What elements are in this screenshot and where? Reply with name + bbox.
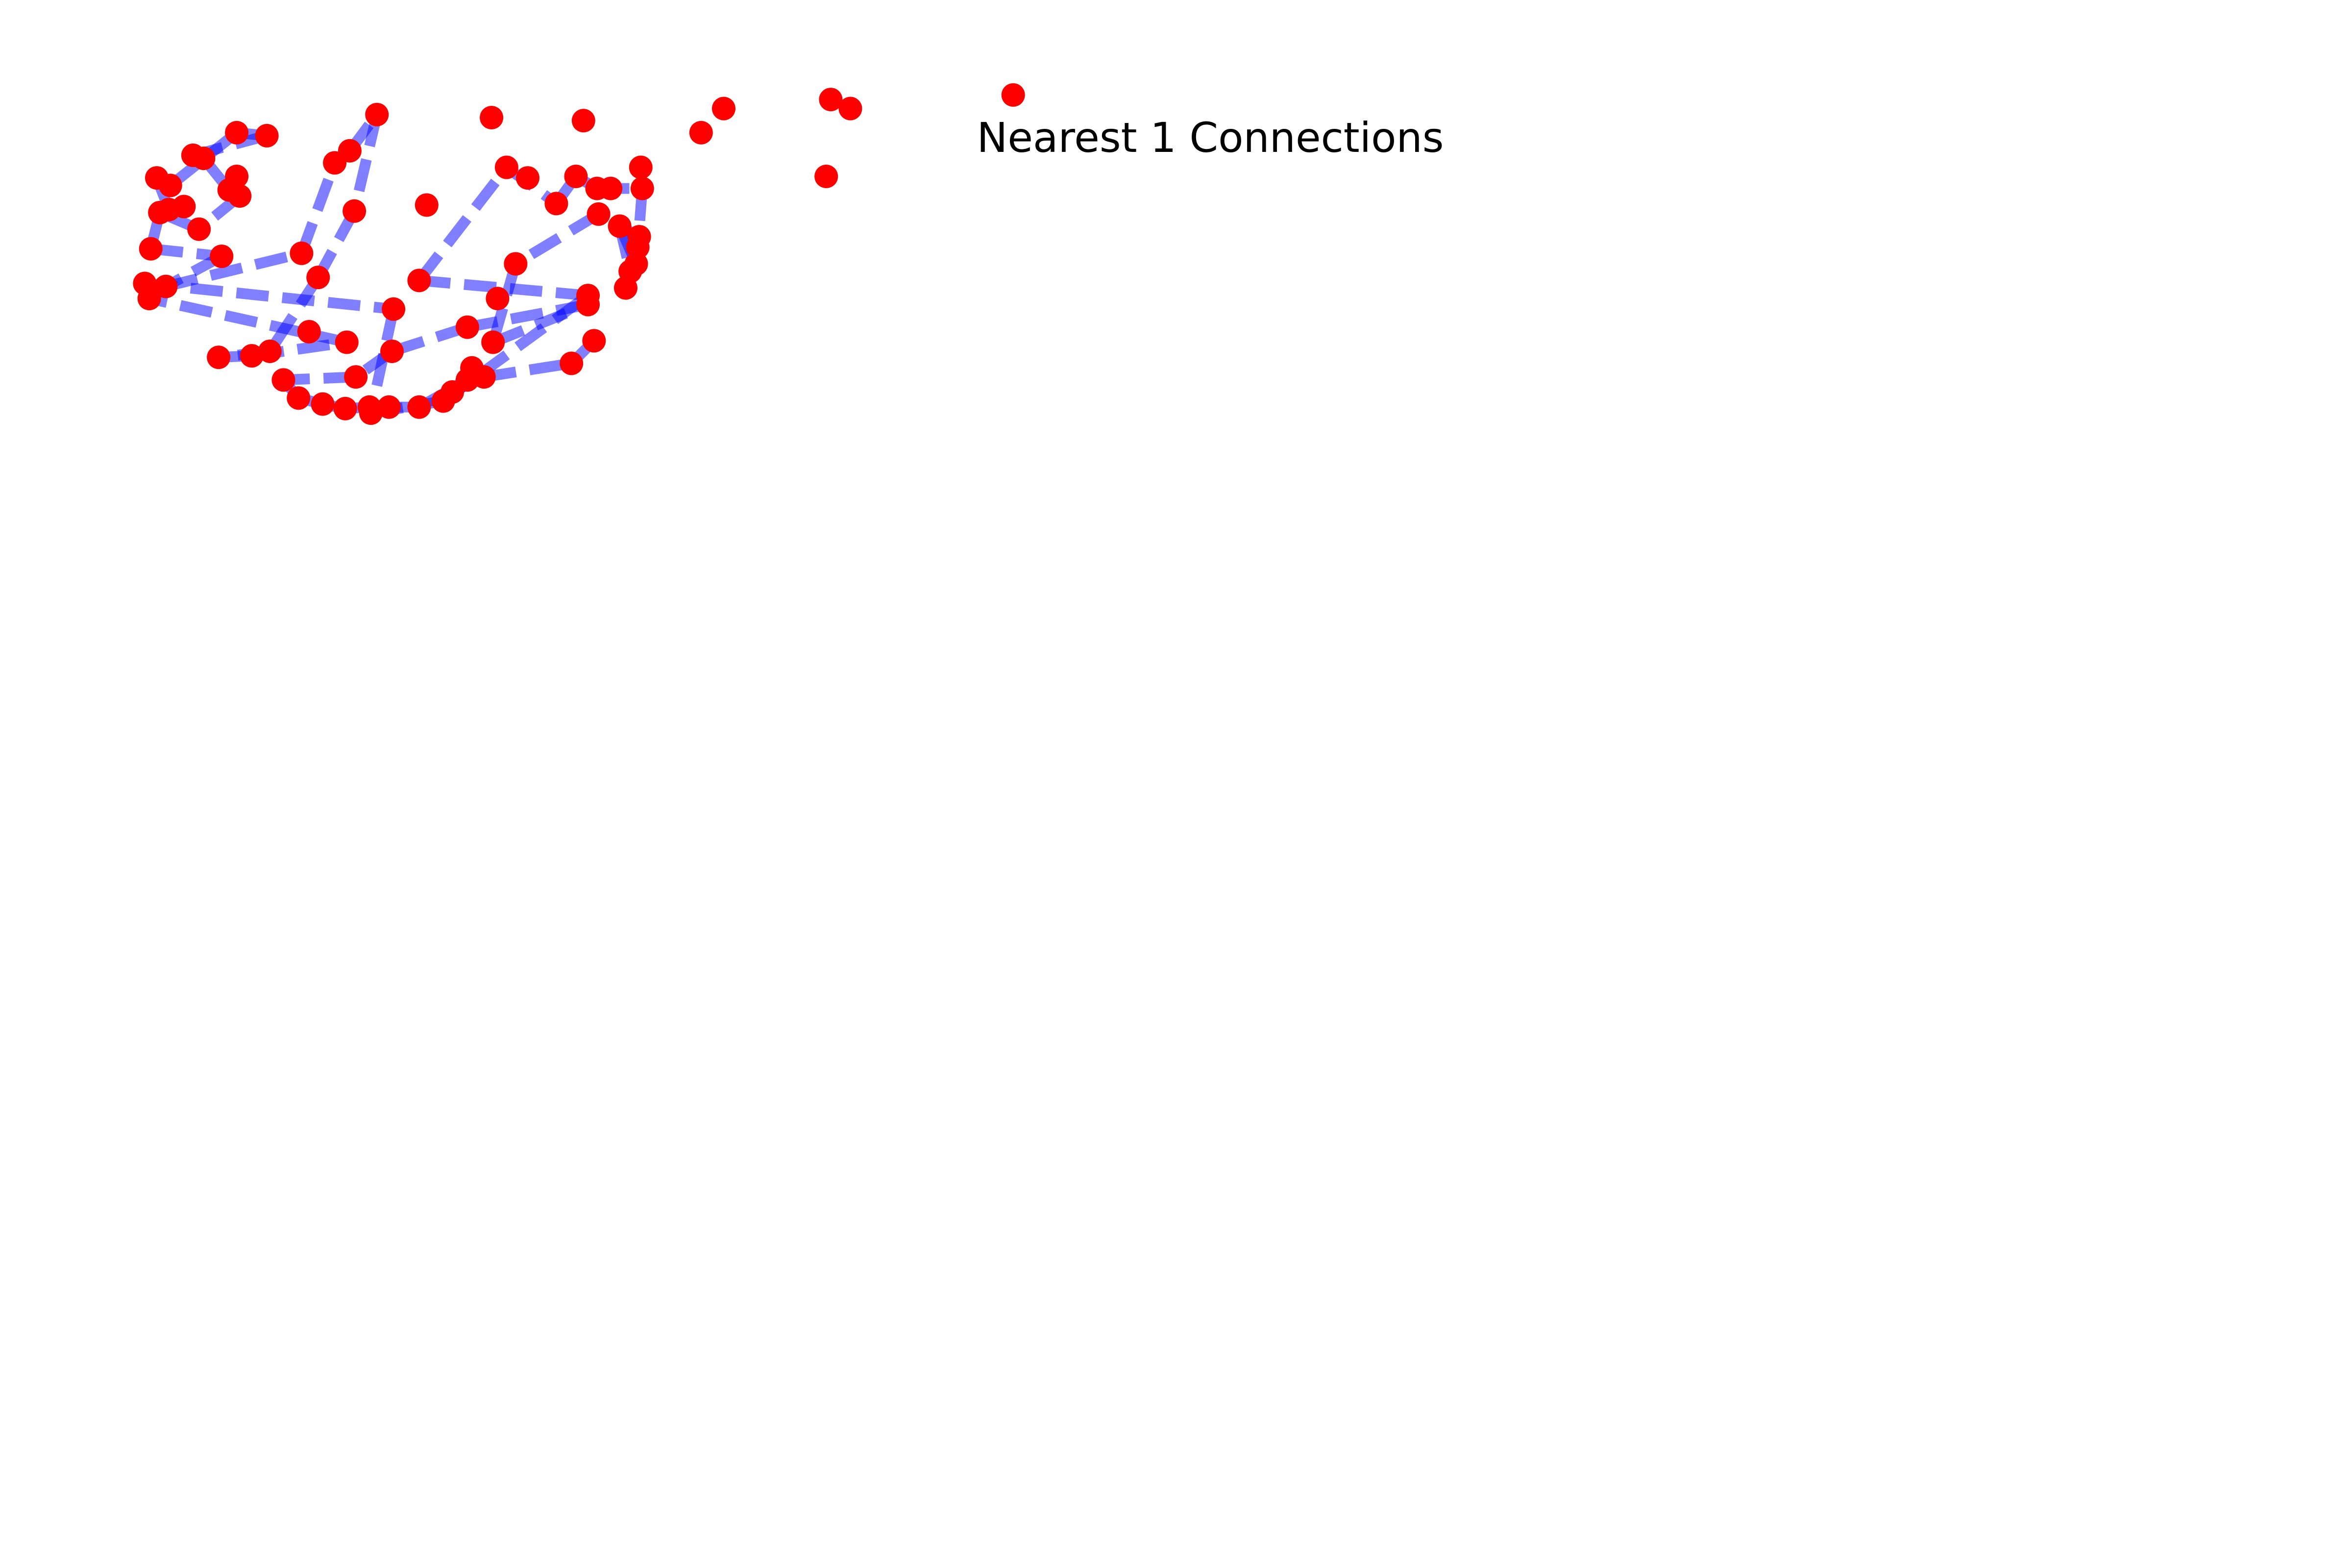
node (287, 386, 311, 410)
node (560, 351, 584, 375)
node (187, 217, 211, 241)
node (343, 199, 367, 223)
node (192, 147, 216, 171)
edge (144, 278, 394, 315)
node (814, 165, 838, 189)
node (407, 269, 431, 293)
edge (150, 243, 222, 262)
node (455, 315, 479, 339)
node (494, 155, 518, 179)
node (365, 102, 389, 126)
node (576, 293, 600, 317)
edge (349, 113, 382, 213)
edge (283, 371, 356, 386)
node (333, 396, 357, 420)
node (415, 193, 439, 217)
edge (164, 248, 303, 292)
node (630, 176, 654, 200)
node (613, 276, 637, 300)
node (441, 380, 465, 404)
node (1001, 83, 1025, 107)
node (148, 200, 172, 224)
node (311, 392, 335, 416)
node (290, 241, 314, 265)
node (407, 395, 431, 419)
node (608, 214, 632, 238)
edge (265, 274, 323, 354)
figure-title: Nearest 1 Connections (977, 114, 1444, 162)
node (582, 329, 606, 353)
node (480, 106, 504, 130)
node (133, 271, 157, 295)
node (515, 166, 539, 190)
node (255, 123, 279, 147)
node (210, 245, 234, 269)
edge (491, 299, 590, 347)
node (504, 252, 528, 276)
node (335, 330, 359, 354)
node (587, 202, 611, 226)
node (564, 165, 588, 189)
node (585, 176, 609, 200)
node (145, 166, 169, 190)
node (172, 195, 196, 219)
node (819, 88, 843, 112)
node (271, 368, 295, 392)
node (297, 319, 321, 343)
edge (418, 275, 589, 301)
node (338, 139, 362, 163)
node (139, 237, 163, 261)
edge (415, 164, 511, 284)
node (838, 97, 862, 121)
edge (488, 262, 521, 344)
node (689, 121, 713, 145)
node (225, 165, 249, 189)
edge (148, 293, 348, 348)
edge (167, 128, 240, 190)
node (357, 395, 381, 419)
node (382, 297, 406, 321)
node (377, 395, 401, 419)
edge (466, 299, 589, 333)
node (154, 274, 178, 298)
node (306, 266, 330, 290)
node (380, 339, 404, 363)
node (711, 97, 735, 121)
node (240, 344, 264, 368)
node (344, 365, 368, 389)
nodes-layer (133, 83, 1025, 425)
node (481, 330, 505, 354)
node (629, 155, 653, 179)
node (258, 339, 282, 363)
edge (483, 358, 572, 383)
node (207, 345, 231, 369)
edge (390, 322, 469, 357)
node (228, 184, 252, 208)
edge (313, 208, 359, 280)
node (472, 365, 496, 389)
node (225, 121, 249, 145)
edge (513, 209, 602, 269)
node (571, 109, 595, 133)
node (627, 225, 651, 249)
edge (296, 161, 340, 255)
node (544, 192, 568, 216)
node (486, 287, 510, 311)
